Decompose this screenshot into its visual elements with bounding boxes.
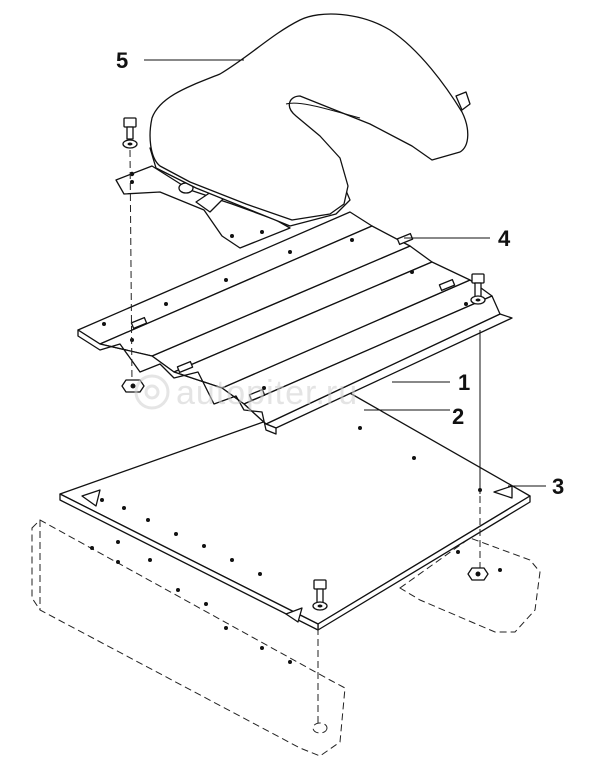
seat-assembly	[115, 13, 471, 249]
base-plate-arrow-mark-front	[285, 607, 303, 623]
bolt-axis-left	[129, 149, 133, 385]
callout-label-5: 5	[116, 48, 128, 73]
callout-1: 1	[392, 370, 470, 395]
callout-5: 5	[116, 48, 244, 73]
bolt-front	[312, 579, 328, 611]
base-plate-arrow-mark-right	[493, 485, 513, 499]
watermark-text: autopiter.ru	[176, 374, 358, 412]
base-plate	[59, 391, 531, 631]
bolt-upper-left	[122, 117, 138, 177]
callout-label-1: 1	[458, 370, 470, 395]
frame-rail-left	[31, 519, 346, 757]
nut-right	[467, 567, 489, 581]
frame-rail-right	[399, 537, 541, 633]
callout-label-2: 2	[452, 404, 464, 429]
callout-label-3: 3	[552, 474, 564, 499]
bolt-right	[470, 273, 486, 305]
callout-3: 3	[508, 474, 564, 499]
corrugated-mounting-plate	[77, 211, 513, 435]
watermark: autopiter.ru	[134, 374, 358, 412]
callout-label-4: 4	[498, 226, 511, 251]
callout-2: 2	[364, 404, 464, 429]
base-plate-arrow-mark-left	[81, 489, 101, 507]
callout-4: 4	[404, 226, 511, 251]
